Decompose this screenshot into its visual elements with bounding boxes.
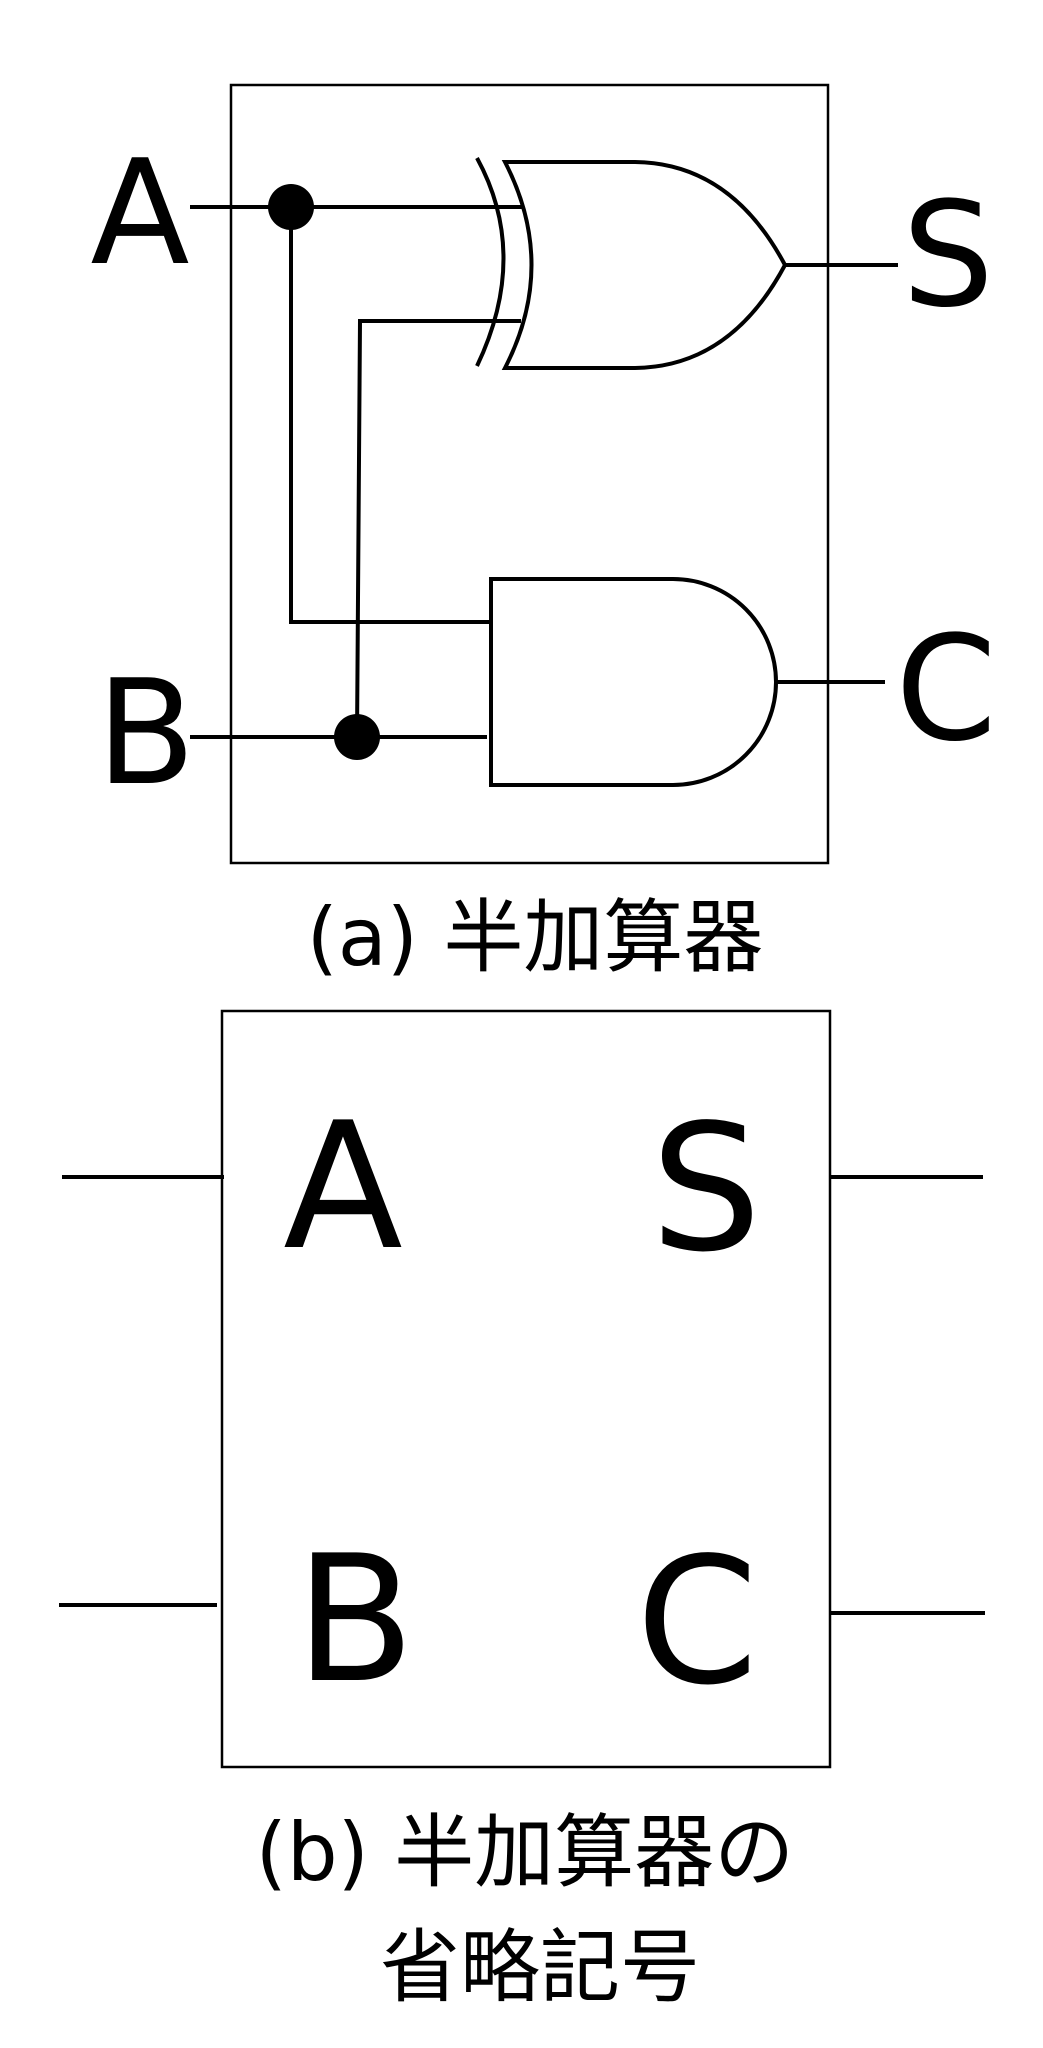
and-gate [489,577,778,787]
half-adder-circuit: A B S C (a) 半加算器 [90,83,997,984]
output-label-c: C [895,605,996,774]
output-label-s: S [902,171,994,340]
symbol-label-c: C [636,1521,758,1724]
wire-b-to-xor [355,319,521,738]
xor-gate-back-curve [475,157,506,367]
input-label-b: B [96,649,195,818]
caption-b-line2: 省略記号 [380,1921,700,2014]
symbol-label-a: A [283,1086,403,1289]
caption-b-line1: (b) 半加算器の [256,1806,795,1899]
junction-dot-b [334,714,380,760]
junction-dot-a [268,184,314,230]
wire-a-to-and [289,207,491,624]
input-label-a: A [90,129,189,298]
symbol-frame [220,1009,832,1769]
half-adder-symbol: A B S C (b) 半加算器の 省略記号 [59,1009,985,2014]
symbol-label-s: S [650,1088,761,1291]
circuit-frame [229,83,830,865]
caption-a: (a) 半加算器 [307,891,764,984]
symbol-label-b: B [295,1519,415,1722]
xor-gate [501,160,788,370]
